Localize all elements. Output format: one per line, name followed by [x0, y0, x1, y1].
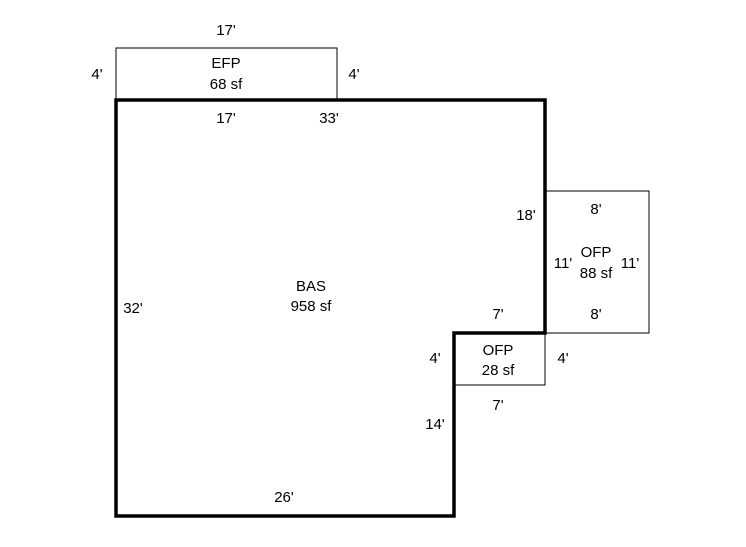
dim-bas-bottom: 26' — [274, 489, 294, 506]
efp-name-label: EFP — [211, 55, 240, 72]
dim-ofp-right-bottom: 8' — [590, 306, 601, 323]
ofp-small-name-label: OFP — [483, 342, 514, 359]
dim-bas-lower-right: 14' — [425, 416, 445, 433]
dim-efp-right: 4' — [348, 66, 359, 83]
dim-bas-notch-side: 4' — [429, 350, 440, 367]
dim-bas-top-right: 33' — [319, 110, 339, 127]
dim-efp-left: 4' — [91, 66, 102, 83]
dim-bas-right-upper: 18' — [516, 207, 536, 224]
dim-efp-top: 17' — [216, 22, 236, 39]
dim-ofp-small-bottom: 7' — [492, 397, 503, 414]
dim-bas-notch-top: 7' — [492, 306, 503, 323]
efp-area-label: 68 sf — [210, 76, 243, 93]
dim-ofp-small-right: 4' — [557, 350, 568, 367]
bas-outline — [114, 98, 547, 518]
dim-bas-left: 32' — [123, 300, 143, 317]
ofp-right-area-label: 88 sf — [580, 265, 613, 282]
dim-bas-top-left: 17' — [216, 110, 236, 127]
dim-ofp-right-top: 8' — [590, 201, 601, 218]
ofp-small-area-label: 28 sf — [482, 362, 515, 379]
dim-ofp-right-left: 11' — [554, 255, 573, 272]
ofp-right-name-label: OFP — [581, 244, 612, 261]
bas-name-label: BAS — [296, 278, 326, 295]
bas-area-label: 958 sf — [291, 298, 333, 315]
dim-ofp-right-right: 11' — [621, 255, 640, 272]
